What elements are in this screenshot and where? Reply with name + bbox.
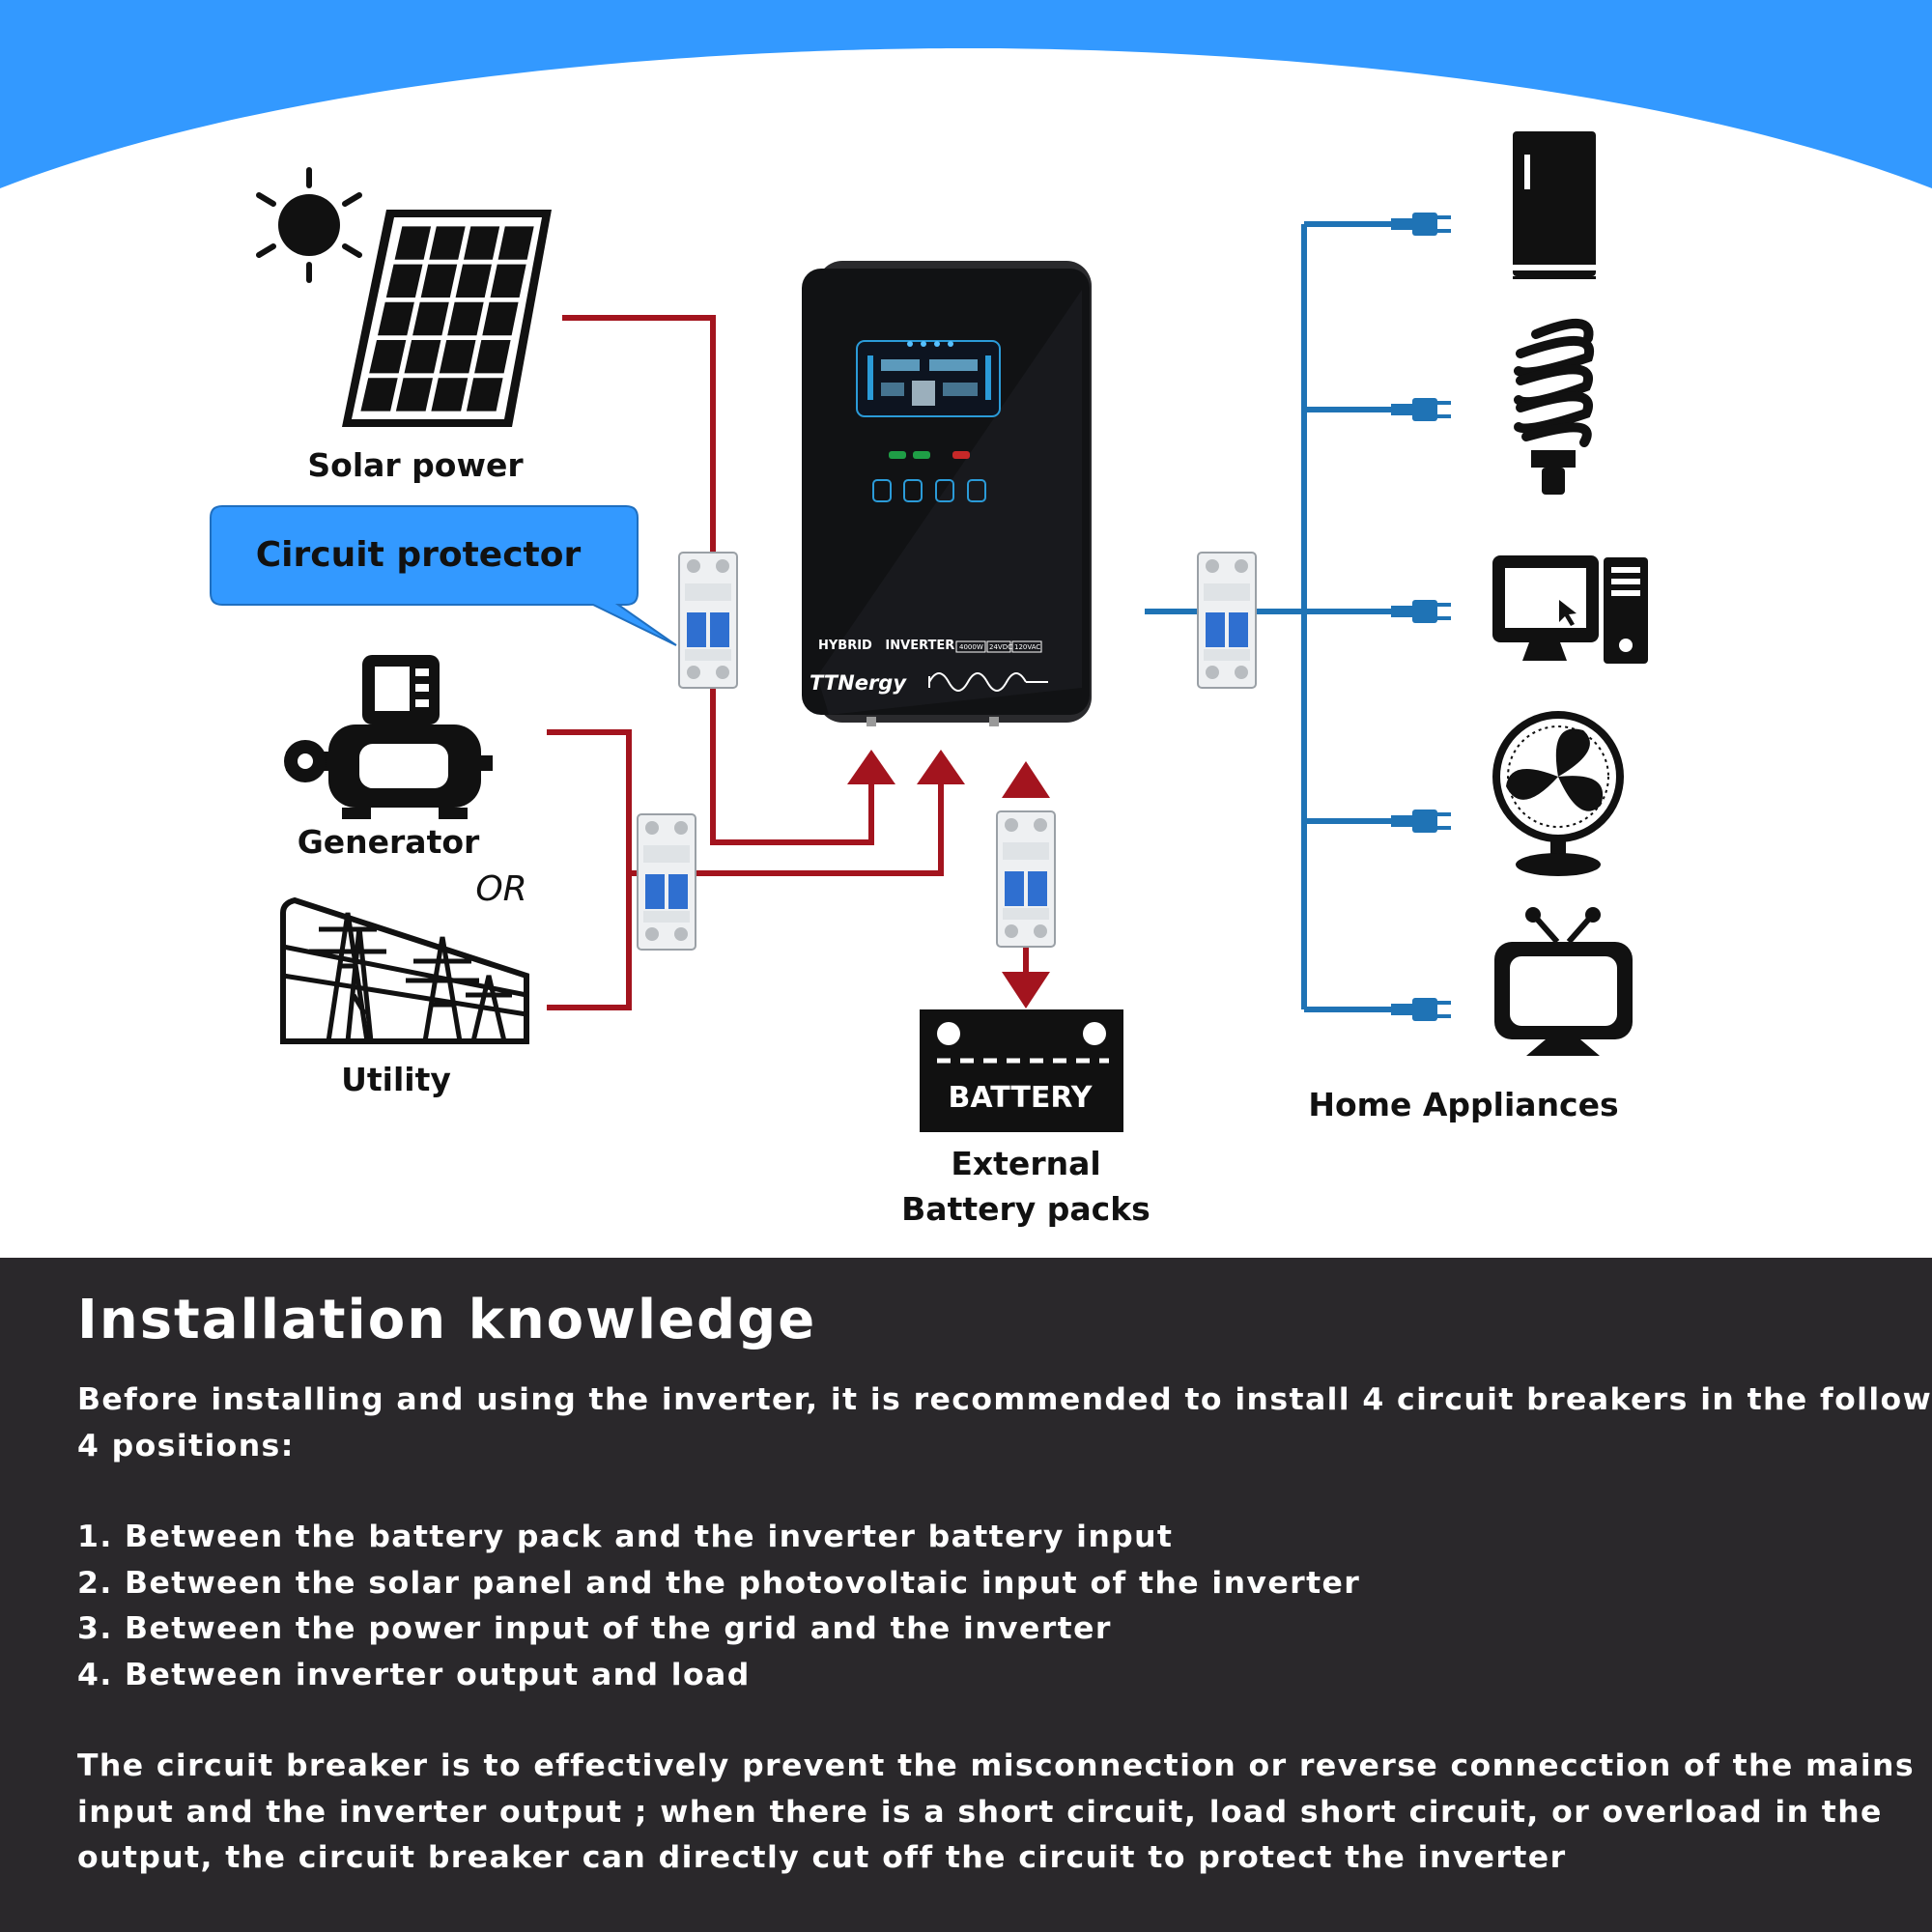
battery-icon: BATTERY (920, 1009, 1123, 1132)
circuit-breaker-icon (1197, 552, 1257, 689)
refrigerator-icon (1513, 131, 1596, 279)
tv-icon (1494, 907, 1633, 1056)
computer-icon (1492, 555, 1648, 664)
list-item: 4. Between inverter output and load (77, 1657, 751, 1692)
solar-cell (385, 264, 423, 298)
solar-panel-icon (342, 210, 552, 427)
solar-cell (474, 340, 511, 374)
installation-title: Installation knowledge (77, 1289, 817, 1351)
generator-icon (284, 655, 493, 819)
outro-text-line3: output, the circuit breaker can directly… (77, 1840, 1567, 1875)
plugs (1391, 213, 1451, 1021)
light-bulb-icon (1514, 318, 1595, 495)
inverter-device: HYBRID INVERTER 4000W 24VDC 120VAC TTNer… (802, 261, 1092, 726)
utility-label: Utility (341, 1061, 451, 1098)
sun-icon (256, 167, 362, 283)
solar-cell (497, 226, 534, 260)
sine-wave-icon (928, 672, 1048, 692)
circuit-protector-callout: Circuit protector (210, 505, 677, 646)
external-battery-label-line1: External (951, 1145, 1100, 1182)
plug-icon (1391, 998, 1451, 1021)
solar-cell (482, 301, 519, 336)
list-item: 3. Between the power input of the grid a… (77, 1611, 1112, 1646)
external-battery-label-line2: Battery packs (901, 1190, 1151, 1228)
solar-cell (420, 264, 458, 298)
solar-cell (412, 301, 449, 336)
intro-text-line1: Before installing and using the inverter… (77, 1382, 1932, 1417)
solar-cell (369, 340, 407, 374)
circuit-protector-label: Circuit protector (256, 535, 582, 575)
battery-label: BATTERY (948, 1081, 1093, 1115)
solar-cell (431, 378, 469, 412)
solar-cell (395, 378, 433, 412)
arrows (847, 750, 1050, 1009)
intro-text-line2: 4 positions: (77, 1428, 295, 1463)
solar-cell (455, 264, 492, 298)
solar-cell (429, 226, 466, 260)
or-label: OR (475, 869, 526, 909)
generator-label: Generator (298, 823, 480, 861)
solar-cell (378, 301, 414, 336)
inverter-spec-battery: 24VDC (989, 643, 1012, 651)
solar-cell (464, 226, 500, 260)
plug-icon (1391, 600, 1451, 623)
inverter-spec-power: 4000W (959, 643, 983, 651)
list-item: 2. Between the solar panel and the photo… (77, 1565, 1361, 1601)
circuit-breaker-icon (678, 552, 738, 689)
list-item: 1. Between the battery pack and the inve… (77, 1520, 1174, 1554)
utility-tower-icon (280, 896, 529, 1044)
outro-text-line2: input and the inverter output ; when the… (77, 1794, 1883, 1830)
inverter-title: HYBRID INVERTER (818, 639, 954, 653)
solar-cell (394, 226, 432, 260)
solar-cell (404, 340, 441, 374)
header-wave (0, 0, 1932, 188)
inverter-spec-output: 120VAC (1014, 643, 1040, 651)
solar-cell (490, 264, 526, 298)
plug-icon (1391, 213, 1451, 236)
solar-cell (447, 301, 484, 336)
installation-knowledge-panel: Installation knowledge Before installing… (0, 1258, 1932, 1932)
home-appliances-label: Home Appliances (1308, 1086, 1618, 1123)
inverter-brand: TTNergy (810, 671, 907, 695)
solar-cell (466, 378, 503, 412)
fan-icon (1492, 711, 1624, 876)
outro-text-line1: The circuit breaker is to effectively pr… (77, 1748, 1916, 1783)
solar-power-label: Solar power (307, 446, 524, 484)
installation-diagram: Solar power Circuit protector Generator … (0, 0, 1932, 1228)
circuit-breaker-icon (996, 810, 1056, 948)
circuit-breaker-icon (637, 813, 696, 951)
solar-cell (360, 378, 398, 412)
plug-icon (1391, 810, 1451, 833)
load-wires (1145, 221, 1391, 1012)
plug-icon (1391, 398, 1451, 421)
solar-cell (439, 340, 476, 374)
